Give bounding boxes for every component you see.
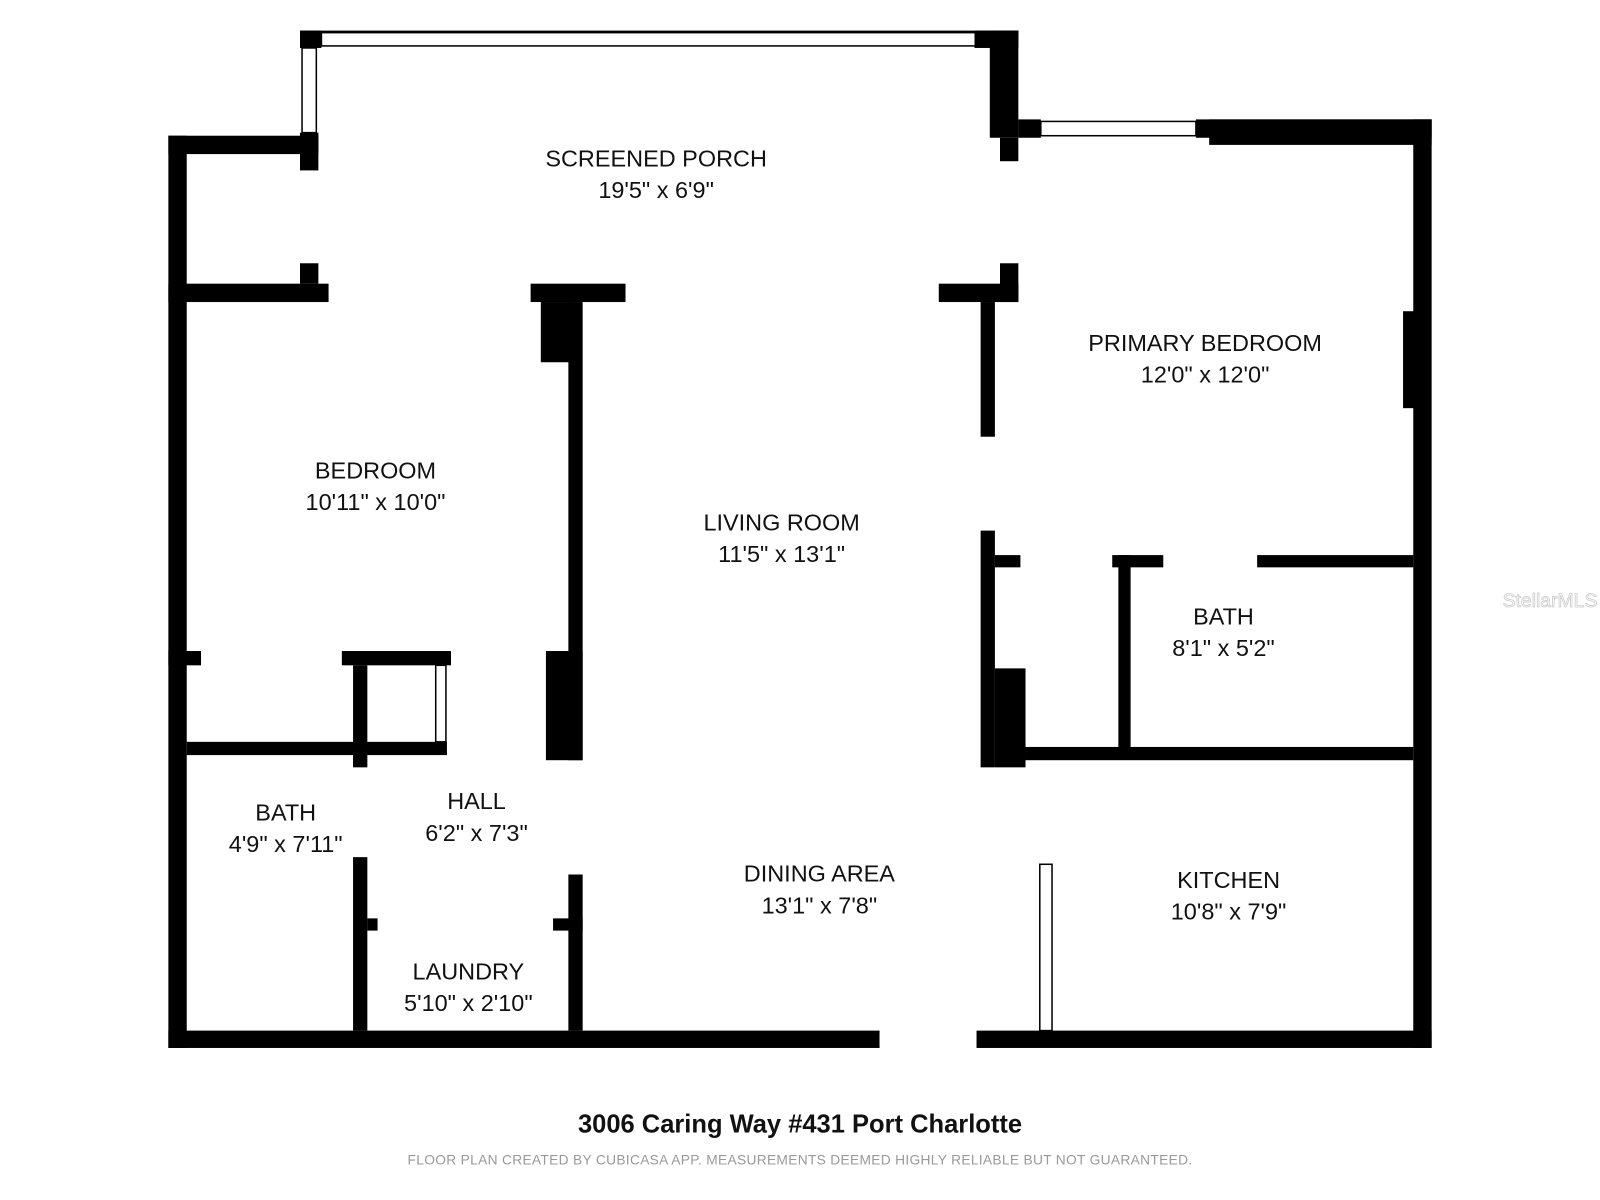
room-name: KITCHEN xyxy=(1177,867,1280,893)
entry-door-gap xyxy=(879,1032,977,1046)
room-dimensions: 5'10" x 2'10" xyxy=(404,990,533,1016)
room-bath: BATH 4'9" x 7'11" xyxy=(229,799,343,857)
kitchen-partition xyxy=(1039,863,1053,1032)
room-kitchen: KITCHEN 10'8" x 7'9" xyxy=(1171,867,1287,925)
room-dimensions: 13'1" x 7'8" xyxy=(762,892,878,918)
room-living-room: LIVING ROOM 11'5" x 13'1" xyxy=(703,510,859,568)
room-name: BATH xyxy=(1193,603,1254,629)
walls xyxy=(168,30,1432,1048)
room-name: BATH xyxy=(255,799,316,825)
room-labels: SCREENED PORCH 19'5" x 6'9" PRIMARY BEDR… xyxy=(229,145,1322,1016)
primary-window xyxy=(1040,120,1197,137)
disclaimer: FLOOR PLAN CREATED BY CUBICASA APP. MEAS… xyxy=(408,1152,1193,1167)
room-name: SCREENED PORCH xyxy=(545,145,767,171)
porch-top-window xyxy=(320,31,984,47)
closet-door xyxy=(434,664,447,743)
room-name: DINING AREA xyxy=(744,861,896,887)
room-dining-area: DINING AREA 13'1" x 7'8" xyxy=(744,861,896,919)
room-bath-primary: BATH 8'1" x 5'2" xyxy=(1172,603,1275,661)
address-title: 3006 Caring Way #431 Port Charlotte xyxy=(578,1111,1022,1139)
room-dimensions: 19'5" x 6'9" xyxy=(598,177,714,203)
room-dimensions: 8'1" x 5'2" xyxy=(1172,635,1275,661)
room-name: HALL xyxy=(447,788,506,814)
room-name: PRIMARY BEDROOM xyxy=(1088,330,1322,356)
room-dimensions: 12'0" x 12'0" xyxy=(1141,362,1270,388)
room-name: LAUNDRY xyxy=(413,959,525,985)
room-dimensions: 10'8" x 7'9" xyxy=(1171,898,1287,924)
room-hall: HALL 6'2" x 7'3" xyxy=(425,788,528,846)
watermark: StellarMLS xyxy=(1503,590,1598,612)
room-dimensions: 11'5" x 13'1" xyxy=(718,541,845,567)
room-name: BEDROOM xyxy=(315,458,436,484)
room-dimensions: 10'11" x 10'0" xyxy=(306,489,446,515)
room-dimensions: 6'2" x 7'3" xyxy=(425,820,528,846)
room-bedroom: BEDROOM 10'11" x 10'0" xyxy=(306,458,446,516)
room-laundry: LAUNDRY 5'10" x 2'10" xyxy=(404,959,533,1017)
room-dimensions: 4'9" x 7'11" xyxy=(229,831,343,857)
room-primary-bedroom: PRIMARY BEDROOM 12'0" x 12'0" xyxy=(1088,330,1322,388)
porch-left-window xyxy=(301,47,318,134)
room-screened-porch: SCREENED PORCH 19'5" x 6'9" xyxy=(545,145,767,203)
room-name: LIVING ROOM xyxy=(703,510,859,536)
